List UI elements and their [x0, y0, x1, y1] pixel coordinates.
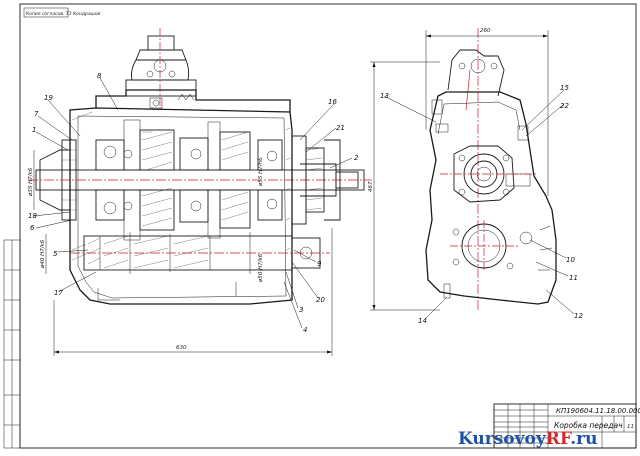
callout-14: 14: [418, 317, 427, 325]
callout-22: 22: [560, 102, 569, 110]
watermark-part3: .ru: [570, 429, 597, 449]
callout-3: 3: [299, 306, 303, 314]
sheet-frame: [3, 3, 637, 449]
callout-8: 8: [97, 72, 102, 80]
main-shaft-gears: [95, 119, 283, 241]
callout-4: 4: [303, 326, 307, 334]
rear-flange: [291, 135, 341, 225]
lower-boss: [450, 220, 533, 272]
watermark-part1: Kursovoy: [458, 429, 547, 449]
callout-15: 15: [560, 84, 569, 92]
doc-name: Коробка передач: [554, 421, 623, 430]
dim-dia-1: ø35 H7/k6: [28, 167, 34, 197]
dim-overall-length: 630: [53, 228, 333, 356]
callout-13: 13: [380, 92, 389, 100]
callout-6: 6: [30, 224, 35, 232]
callout-18: 18: [28, 212, 37, 220]
callout-11: 11: [569, 274, 578, 282]
dim-dia-4: ø50 H7/k6: [258, 253, 264, 283]
dia-dims: ø35 H7/k6 ø40 H7/k6 ø55 H7/h6 ø50 H7/k6: [28, 150, 264, 283]
callout-2: 2: [354, 154, 359, 162]
doc-code: КП190604.11.18.00.000: [556, 407, 640, 415]
callout-17: 17: [54, 289, 63, 297]
upper-boss: [440, 145, 536, 203]
dim-467: 467: [368, 181, 374, 192]
dim-dia-2: ø40 H7/k6: [40, 239, 46, 269]
callout-1: 1: [32, 126, 36, 134]
dim-630: 630: [176, 345, 187, 351]
dim-260: 260: [480, 28, 491, 34]
left-callouts: 1 2 3 4 5 6 7 8 9 16 17 18 19 20 21: [28, 72, 359, 334]
callout-5: 5: [53, 250, 58, 258]
section-view: 630 ø35 H7/k6 ø40 H7/k6 ø55 H7/h6 ø50 H7…: [28, 28, 372, 356]
top-cover: [95, 89, 291, 112]
end-housing: [425, 91, 557, 305]
callout-20: 20: [316, 296, 325, 304]
dim-height: 467: [368, 61, 440, 311]
svg-text:KursovoyRF.ru: KursovoyRF.ru: [458, 429, 597, 449]
dim-width: 260: [425, 28, 549, 196]
dim-dia-3: ø55 H7/h6: [258, 157, 264, 187]
left-leaders: [33, 77, 353, 329]
housing-outline: [69, 107, 293, 305]
counter-shaft: [70, 232, 330, 274]
end-view: 260 467: [368, 28, 583, 325]
main-shaft: [28, 163, 372, 197]
title-block: КП190604.11.18.00.000 Коробка передач 11: [493, 403, 640, 449]
callout-7: 7: [34, 110, 39, 118]
top-left-stamp: Копия согласов. ТЗ Кондрашов: [23, 7, 100, 18]
watermark-part2: RF: [546, 429, 572, 449]
callout-21: 21: [336, 124, 345, 132]
right-leaders: [383, 89, 575, 321]
callout-10: 10: [566, 256, 575, 264]
callout-16: 16: [328, 98, 337, 106]
sheet-mark: 11: [627, 424, 634, 430]
right-callouts: 10 11 12 13 14 15 22: [380, 84, 583, 325]
callout-9: 9: [317, 260, 322, 268]
hatching: [71, 111, 291, 261]
watermark: KursovoyRF.ru: [458, 429, 597, 449]
shift-mechanism: [125, 28, 197, 110]
callout-12: 12: [574, 312, 583, 320]
callout-19: 19: [44, 94, 53, 102]
stamp-text: Копия согласов. ТЗ Кондрашов: [26, 11, 100, 17]
